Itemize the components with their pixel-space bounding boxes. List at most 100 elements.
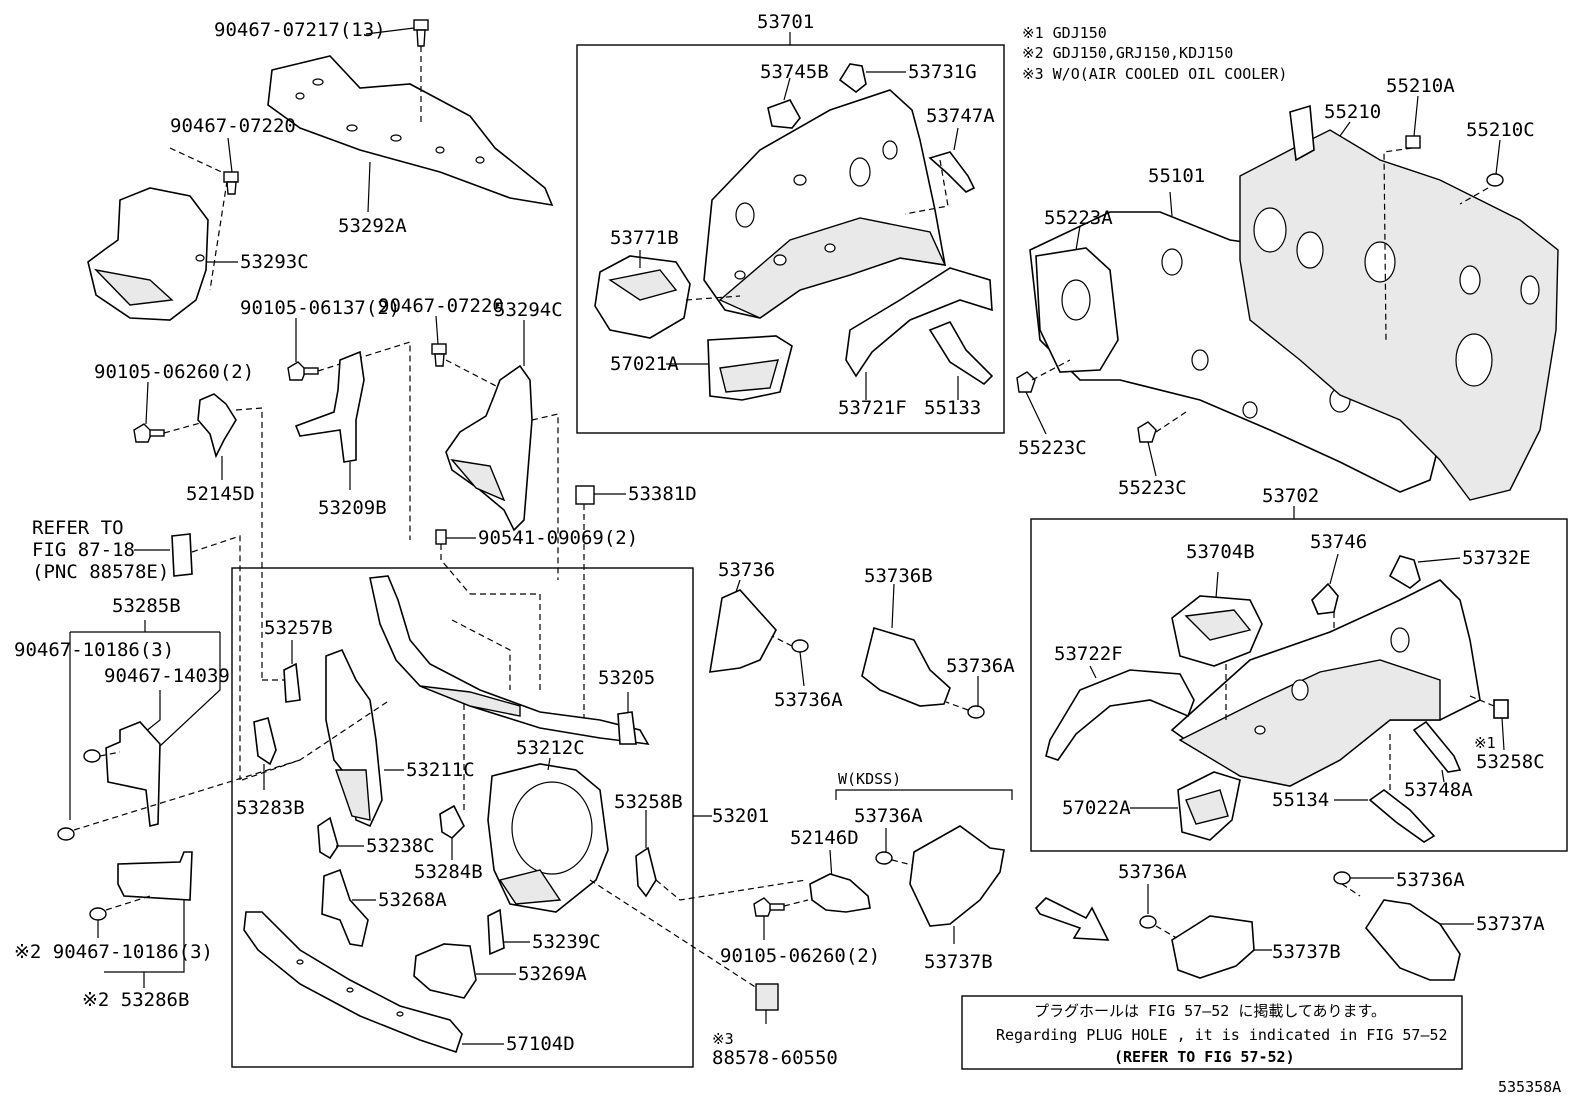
- label-90105-06260-b: 90105-06260(2): [720, 945, 880, 967]
- label-52146D: 52146D: [790, 827, 859, 849]
- label-90467-07220-a: 90467-07220: [170, 115, 296, 137]
- part-53771B: [594, 255, 691, 339]
- label-57104D: 57104D: [506, 1033, 575, 1055]
- part-53258B: [635, 846, 657, 898]
- label-52145D: 52145D: [186, 483, 255, 505]
- part-53258C: [1493, 699, 1509, 719]
- label-53747A: 53747A: [926, 105, 995, 127]
- label-53702: 53702: [1262, 485, 1319, 507]
- clip-90467-07220-b: [431, 343, 447, 367]
- part-53269A: [413, 943, 477, 999]
- clip-53736A-d: [1139, 915, 1157, 929]
- label-53704B: 53704B: [1186, 541, 1255, 563]
- part-53701-panel: [703, 89, 947, 319]
- group-box-53702: [1030, 518, 1568, 852]
- clip-90467-10186-c: [57, 827, 75, 841]
- part-53702-panel: [1170, 579, 1481, 787]
- part-53283B: [253, 717, 277, 766]
- clip-90467-07217: [413, 19, 429, 47]
- label-53205: 53205: [598, 667, 655, 689]
- part-53737B-a: [909, 825, 1005, 927]
- part-53748A: [1412, 720, 1462, 773]
- label-88578-60550: 88578-60550: [712, 1047, 838, 1069]
- clip-53736A-a: [791, 639, 809, 653]
- part-53737B-b: [1171, 915, 1255, 979]
- label-53736A-c: 53736A: [854, 805, 923, 827]
- part-53292A: [267, 55, 554, 207]
- part-52146D: [809, 873, 871, 913]
- label-90467-07217: 90467-07217(13): [214, 19, 386, 41]
- part-88578E: [171, 533, 193, 577]
- footnote-jp: プラグホールは FIG 57–52 に掲載してあります。: [1034, 1002, 1386, 1020]
- clip-90467-10186-b: [89, 907, 107, 921]
- part-53721F: [845, 267, 993, 378]
- part-53745B: [767, 99, 801, 129]
- label-refer-1: REFER TO: [32, 517, 124, 539]
- part-88578-60550: [755, 983, 779, 1011]
- part-53212C: [487, 763, 609, 913]
- part-55223A: [1035, 247, 1119, 373]
- footnote-ref: (REFER TO FIG 57-52): [1114, 1048, 1295, 1066]
- clip-53736A-e: [1333, 871, 1351, 885]
- part-53285B: [105, 721, 161, 827]
- label-53736A-b: 53736A: [946, 655, 1015, 677]
- label-refer-3: (PNC 88578E): [32, 561, 169, 583]
- footnote-box: [961, 995, 1463, 1070]
- clip-55223C-b: [1137, 421, 1157, 443]
- label-57021A: 57021A: [610, 353, 679, 375]
- part-53737A: [1365, 899, 1461, 981]
- label-90467-10186-a: 90467-10186(3): [14, 639, 174, 661]
- part-53704B: [1171, 595, 1263, 667]
- part-53746: [1311, 582, 1339, 615]
- bolt-90105-06260-a: [133, 423, 165, 443]
- note-3: ※3 W/O(AIR COOLED OIL COOLER): [1022, 65, 1287, 83]
- label-53268A: 53268A: [378, 889, 447, 911]
- part-57022A: [1177, 771, 1241, 841]
- label-53771B: 53771B: [610, 227, 679, 249]
- part-57104D: [243, 911, 463, 1054]
- label-55210: 55210: [1324, 101, 1381, 123]
- label-note1-mark: ※1: [1474, 734, 1496, 752]
- clip-53736A-c: [875, 851, 893, 865]
- part-53731G: [838, 63, 867, 94]
- label-53294C: 53294C: [494, 299, 563, 321]
- part-53211C: [325, 648, 383, 828]
- clip-90467-07220-a: [223, 171, 239, 195]
- part-53722F: [1045, 669, 1195, 761]
- label-53293C: 53293C: [240, 251, 309, 273]
- part-53732E: [1388, 555, 1421, 589]
- label-53284B: 53284B: [414, 861, 483, 883]
- label-90467-10186-b: ※2 90467-10186(3): [14, 941, 213, 963]
- label-53745B: 53745B: [760, 61, 829, 83]
- part-53747A: [928, 151, 976, 193]
- label-53381D: 53381D: [628, 483, 697, 505]
- part-53286B: [117, 851, 193, 901]
- note-2: ※2 GDJ150,GRJ150,KDJ150: [1022, 44, 1233, 62]
- label-53257B: 53257B: [264, 617, 333, 639]
- part-55210: [1239, 129, 1559, 501]
- group-box-53201: [231, 567, 694, 1068]
- label-90541-09069: 90541-09069(2): [478, 527, 638, 549]
- label-53283B: 53283B: [236, 797, 305, 819]
- part-53381D: [575, 485, 595, 505]
- part-53736: [709, 589, 777, 673]
- label-55101: 55101: [1148, 165, 1205, 187]
- label-55223C-b: 55223C: [1118, 477, 1187, 499]
- part-53294C: [445, 364, 533, 532]
- label-90467-07220-b: 90467-07220: [378, 295, 504, 317]
- label-57022A: 57022A: [1062, 797, 1131, 819]
- label-53239C: 53239C: [532, 931, 601, 953]
- label-53209B: 53209B: [318, 497, 387, 519]
- label-53292A: 53292A: [338, 215, 407, 237]
- part-53239C: [487, 908, 505, 956]
- clip-55223C-a: [1016, 371, 1036, 393]
- label-90467-14039: 90467-14039: [104, 665, 230, 687]
- label-53736A-a: 53736A: [774, 689, 843, 711]
- part-53205: [369, 575, 650, 745]
- label-53238C: 53238C: [366, 835, 435, 857]
- label-53748A: 53748A: [1404, 779, 1473, 801]
- clip-53736A-b: [967, 705, 985, 719]
- label-55210A: 55210A: [1386, 75, 1455, 97]
- label-53736: 53736: [718, 559, 775, 581]
